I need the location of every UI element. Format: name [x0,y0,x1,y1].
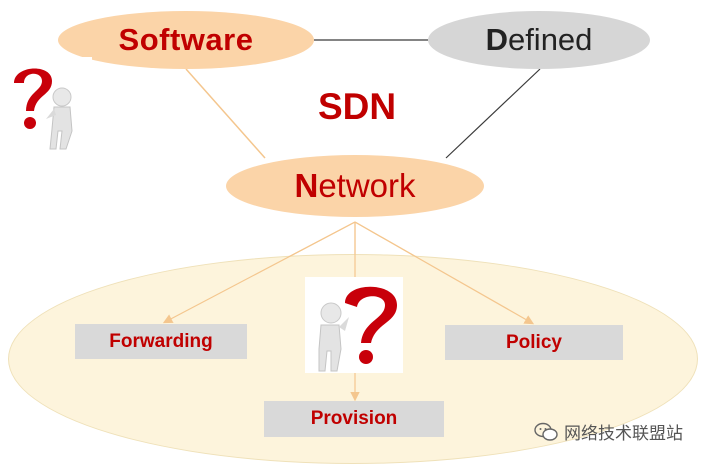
question-figure-center-icon [305,277,403,373]
network-first-letter: N [294,167,319,204]
defined-first-letter: D [485,22,508,57]
defined-node: Defined [428,11,650,69]
question-figure-left-icon [0,57,92,150]
watermark-text: 网络技术联盟站 [564,424,683,443]
policy-label: Policy [506,331,562,353]
provision-label: Provision [310,408,398,429]
forwarding-label: Forwarding [109,330,213,352]
defined-rest: efined [507,22,593,57]
software-node: Software [58,11,314,69]
policy-box: Policy [445,325,623,360]
software-label: Software [118,22,254,57]
provision-box: Provision [264,401,444,437]
watermark: 网络技术联盟站 [534,419,683,444]
network-rest: etwork [318,167,416,204]
defined-label: Defined [486,22,593,58]
forwarding-box: Forwarding [75,324,247,359]
defined-network-line [445,68,541,159]
sdn-title: SDN [318,86,397,127]
wechat-icon [534,422,558,441]
network-label: Network [294,167,415,205]
network-node: Network [226,155,484,217]
software-network-line [185,68,266,159]
